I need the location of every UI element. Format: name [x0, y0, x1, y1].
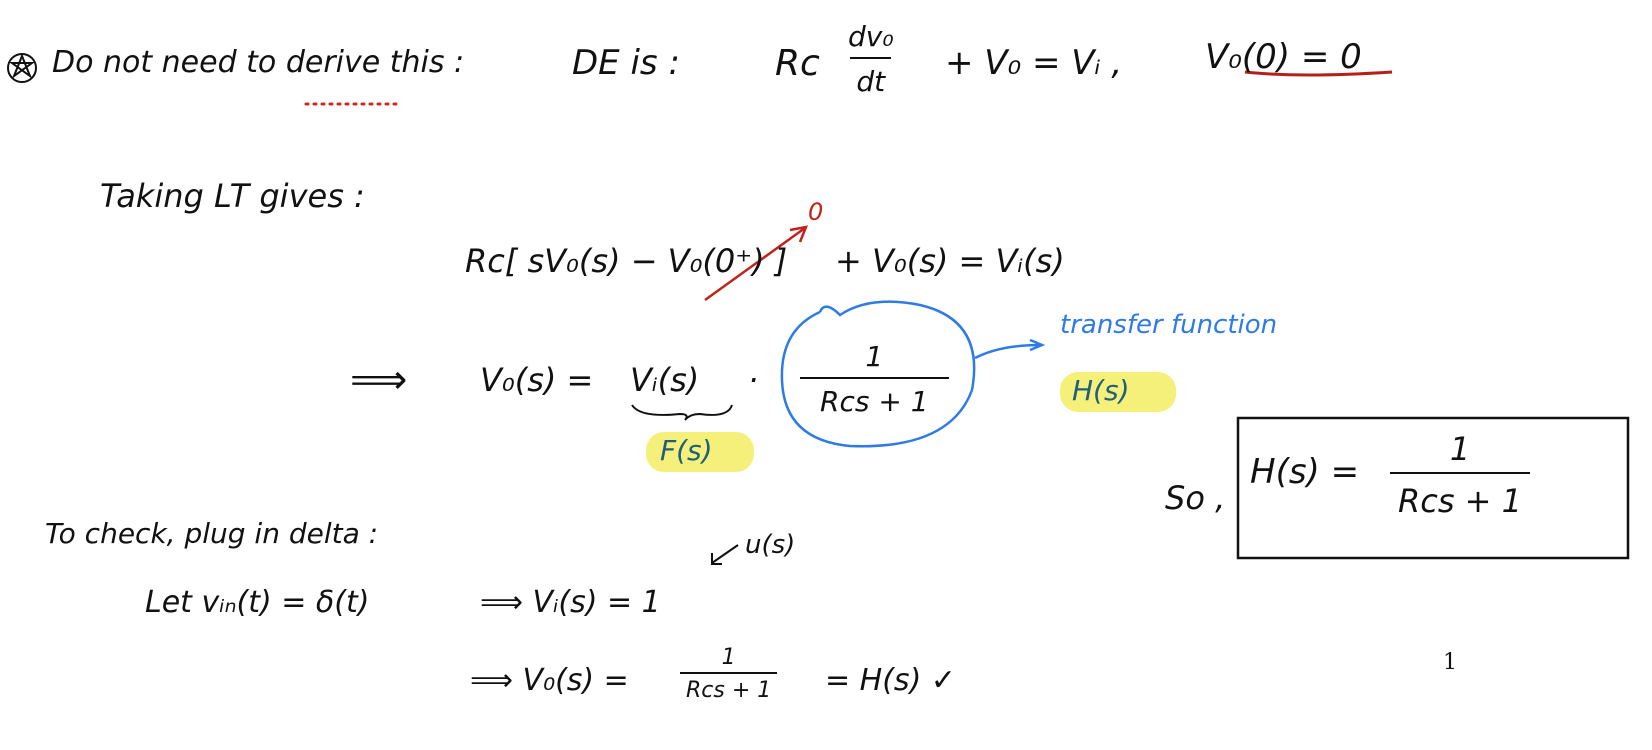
de-derivative: dv₀ dt	[842, 20, 900, 98]
star-note: Do not need to derive this :	[52, 45, 465, 80]
transfer-function-label: transfer function	[1060, 310, 1278, 340]
blue-circle	[780, 300, 976, 448]
fs-label: F(s)	[660, 434, 713, 467]
result-box	[1236, 416, 1630, 560]
check-den: Rcs + 1	[680, 672, 778, 703]
initial-condition: V₀(0) = 0	[1205, 37, 1362, 77]
hs-label: H(s)	[1072, 374, 1130, 407]
taking-lt: Taking LT gives :	[100, 177, 365, 215]
underbrace	[631, 404, 733, 421]
result-num: 1	[1449, 430, 1471, 468]
let-delta: Let vᵢₙ(t) = δ(t)	[145, 585, 370, 620]
page-number: 1	[1443, 650, 1457, 675]
de-num: dv₀	[848, 20, 894, 53]
result-fraction: 1 Rcs + 1	[1390, 430, 1531, 520]
result-den: Rcs + 1	[1390, 472, 1531, 520]
u-arrow-icon	[711, 544, 739, 565]
vo-lhs: V₀(s) =	[480, 361, 594, 399]
implies-vo: ⟹ V₀(s) =	[470, 663, 629, 698]
vi-s: Vᵢ(s)	[630, 361, 700, 399]
red-underline	[1244, 70, 1393, 77]
so-label: So ,	[1165, 479, 1226, 517]
blue-arrow-icon	[974, 338, 1046, 360]
de-den: dt	[850, 57, 892, 98]
check-result: = H(s) ✓	[825, 663, 956, 698]
de-lhs-prefix: Rc	[775, 43, 820, 84]
lt-rhs: + V₀(s) = Vᵢ(s)	[835, 242, 1065, 280]
implies-arrow: ⟹	[350, 357, 408, 403]
check-num: 1	[721, 645, 736, 670]
frac-den: Rcs + 1	[800, 377, 949, 418]
highlight-fs	[646, 432, 754, 472]
annotation-zero: 0	[808, 198, 824, 226]
check-fraction: 1 Rcs + 1	[680, 645, 778, 703]
result-lhs: H(s) =	[1250, 452, 1360, 492]
implies-vi: ⟹ Vᵢ(s) = 1	[480, 585, 661, 620]
de-label: DE is :	[572, 43, 680, 83]
de-rest: + V₀ = Vᵢ ,	[945, 43, 1123, 83]
transfer-fraction: 1 Rcs + 1	[800, 340, 949, 418]
frac-num: 1	[865, 340, 884, 373]
star-circle-icon	[7, 53, 37, 83]
lt-lhs: Rc[ sV₀(s) − V₀(0⁺) ]	[465, 242, 788, 280]
dot: ·	[748, 361, 759, 399]
highlight-hs	[1060, 372, 1176, 412]
check-title: To check, plug in delta :	[45, 517, 379, 550]
u-note: u(s)	[745, 530, 796, 560]
red-strike-arrow	[704, 225, 809, 302]
